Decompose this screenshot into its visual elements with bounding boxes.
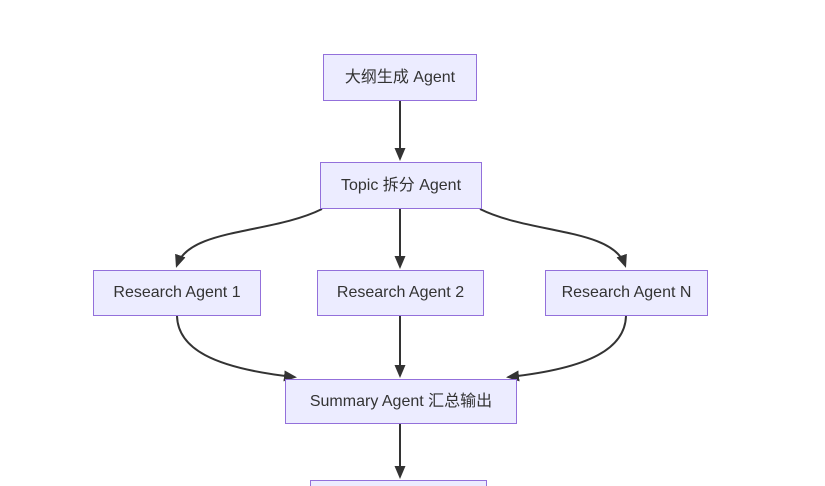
edge-research-n-to-summary: [506, 315, 627, 382]
edge-topic-to-research-1: [175, 208, 323, 268]
node-next-partial: [310, 480, 487, 486]
edge-research-1-to-summary: [176, 315, 297, 382]
node-outline-agent: 大纲生成 Agent: [323, 54, 477, 101]
node-summary-agent: Summary Agent 汇总输出: [285, 379, 517, 424]
node-research-agent-n: Research Agent N: [545, 270, 708, 316]
node-topic-split-agent: Topic 拆分 Agent: [320, 162, 482, 209]
node-research-agent-1: Research Agent 1: [93, 270, 261, 316]
node-research-agent-2: Research Agent 2: [317, 270, 484, 316]
edge-topic-to-research-n: [479, 208, 627, 268]
